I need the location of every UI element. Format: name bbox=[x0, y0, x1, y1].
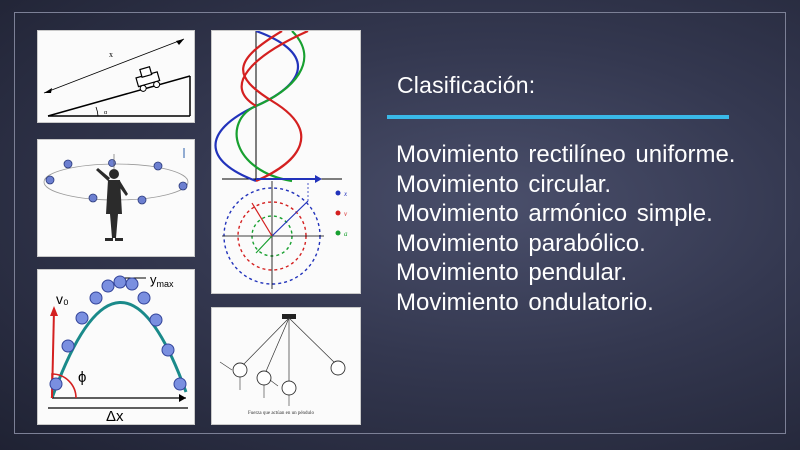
distance-label: x bbox=[109, 50, 113, 59]
projectile-figure: v₀ ymax ϕ Δx bbox=[38, 270, 194, 424]
circular-figure bbox=[38, 140, 194, 256]
max-height-label: y bbox=[150, 272, 157, 287]
svg-text:ymax: ymax bbox=[150, 272, 174, 289]
wave-legend-x: x bbox=[343, 190, 348, 198]
angle-label: α bbox=[104, 110, 108, 116]
angle-label-phi: ϕ bbox=[78, 369, 86, 386]
list-item: Movimiento circular. bbox=[396, 170, 612, 198]
list-item: Movimiento pendular. bbox=[396, 259, 628, 286]
list-item: Movimiento ondulatorio. bbox=[396, 288, 654, 316]
incline-figure: x α bbox=[38, 31, 194, 122]
wave-legend-v: v bbox=[344, 210, 348, 218]
range-label: Δx bbox=[106, 408, 124, 424]
pendulum-figure: Fuerza que actúan en un péndulo bbox=[212, 308, 360, 424]
max-height-subscript: max bbox=[157, 279, 175, 289]
pendulum-caption: Fuerza que actúan en un péndulo bbox=[248, 411, 314, 416]
list-item: Movimiento parabólico. bbox=[396, 229, 646, 257]
slide-title: Clasificación: bbox=[397, 72, 536, 98]
initial-velocity-label: v₀ bbox=[56, 291, 69, 307]
list-item: Movimiento rectilíneo uniforme. bbox=[396, 141, 736, 168]
slide-frame bbox=[14, 12, 786, 434]
wave-figure: x v a bbox=[212, 31, 360, 293]
list-item: Movimiento armónico simple. bbox=[396, 200, 713, 227]
classification-list: Movimiento rectilíneo uniforme. Movimien… bbox=[396, 140, 776, 317]
wave-legend-a: a bbox=[344, 230, 348, 238]
title-underline bbox=[387, 115, 729, 119]
